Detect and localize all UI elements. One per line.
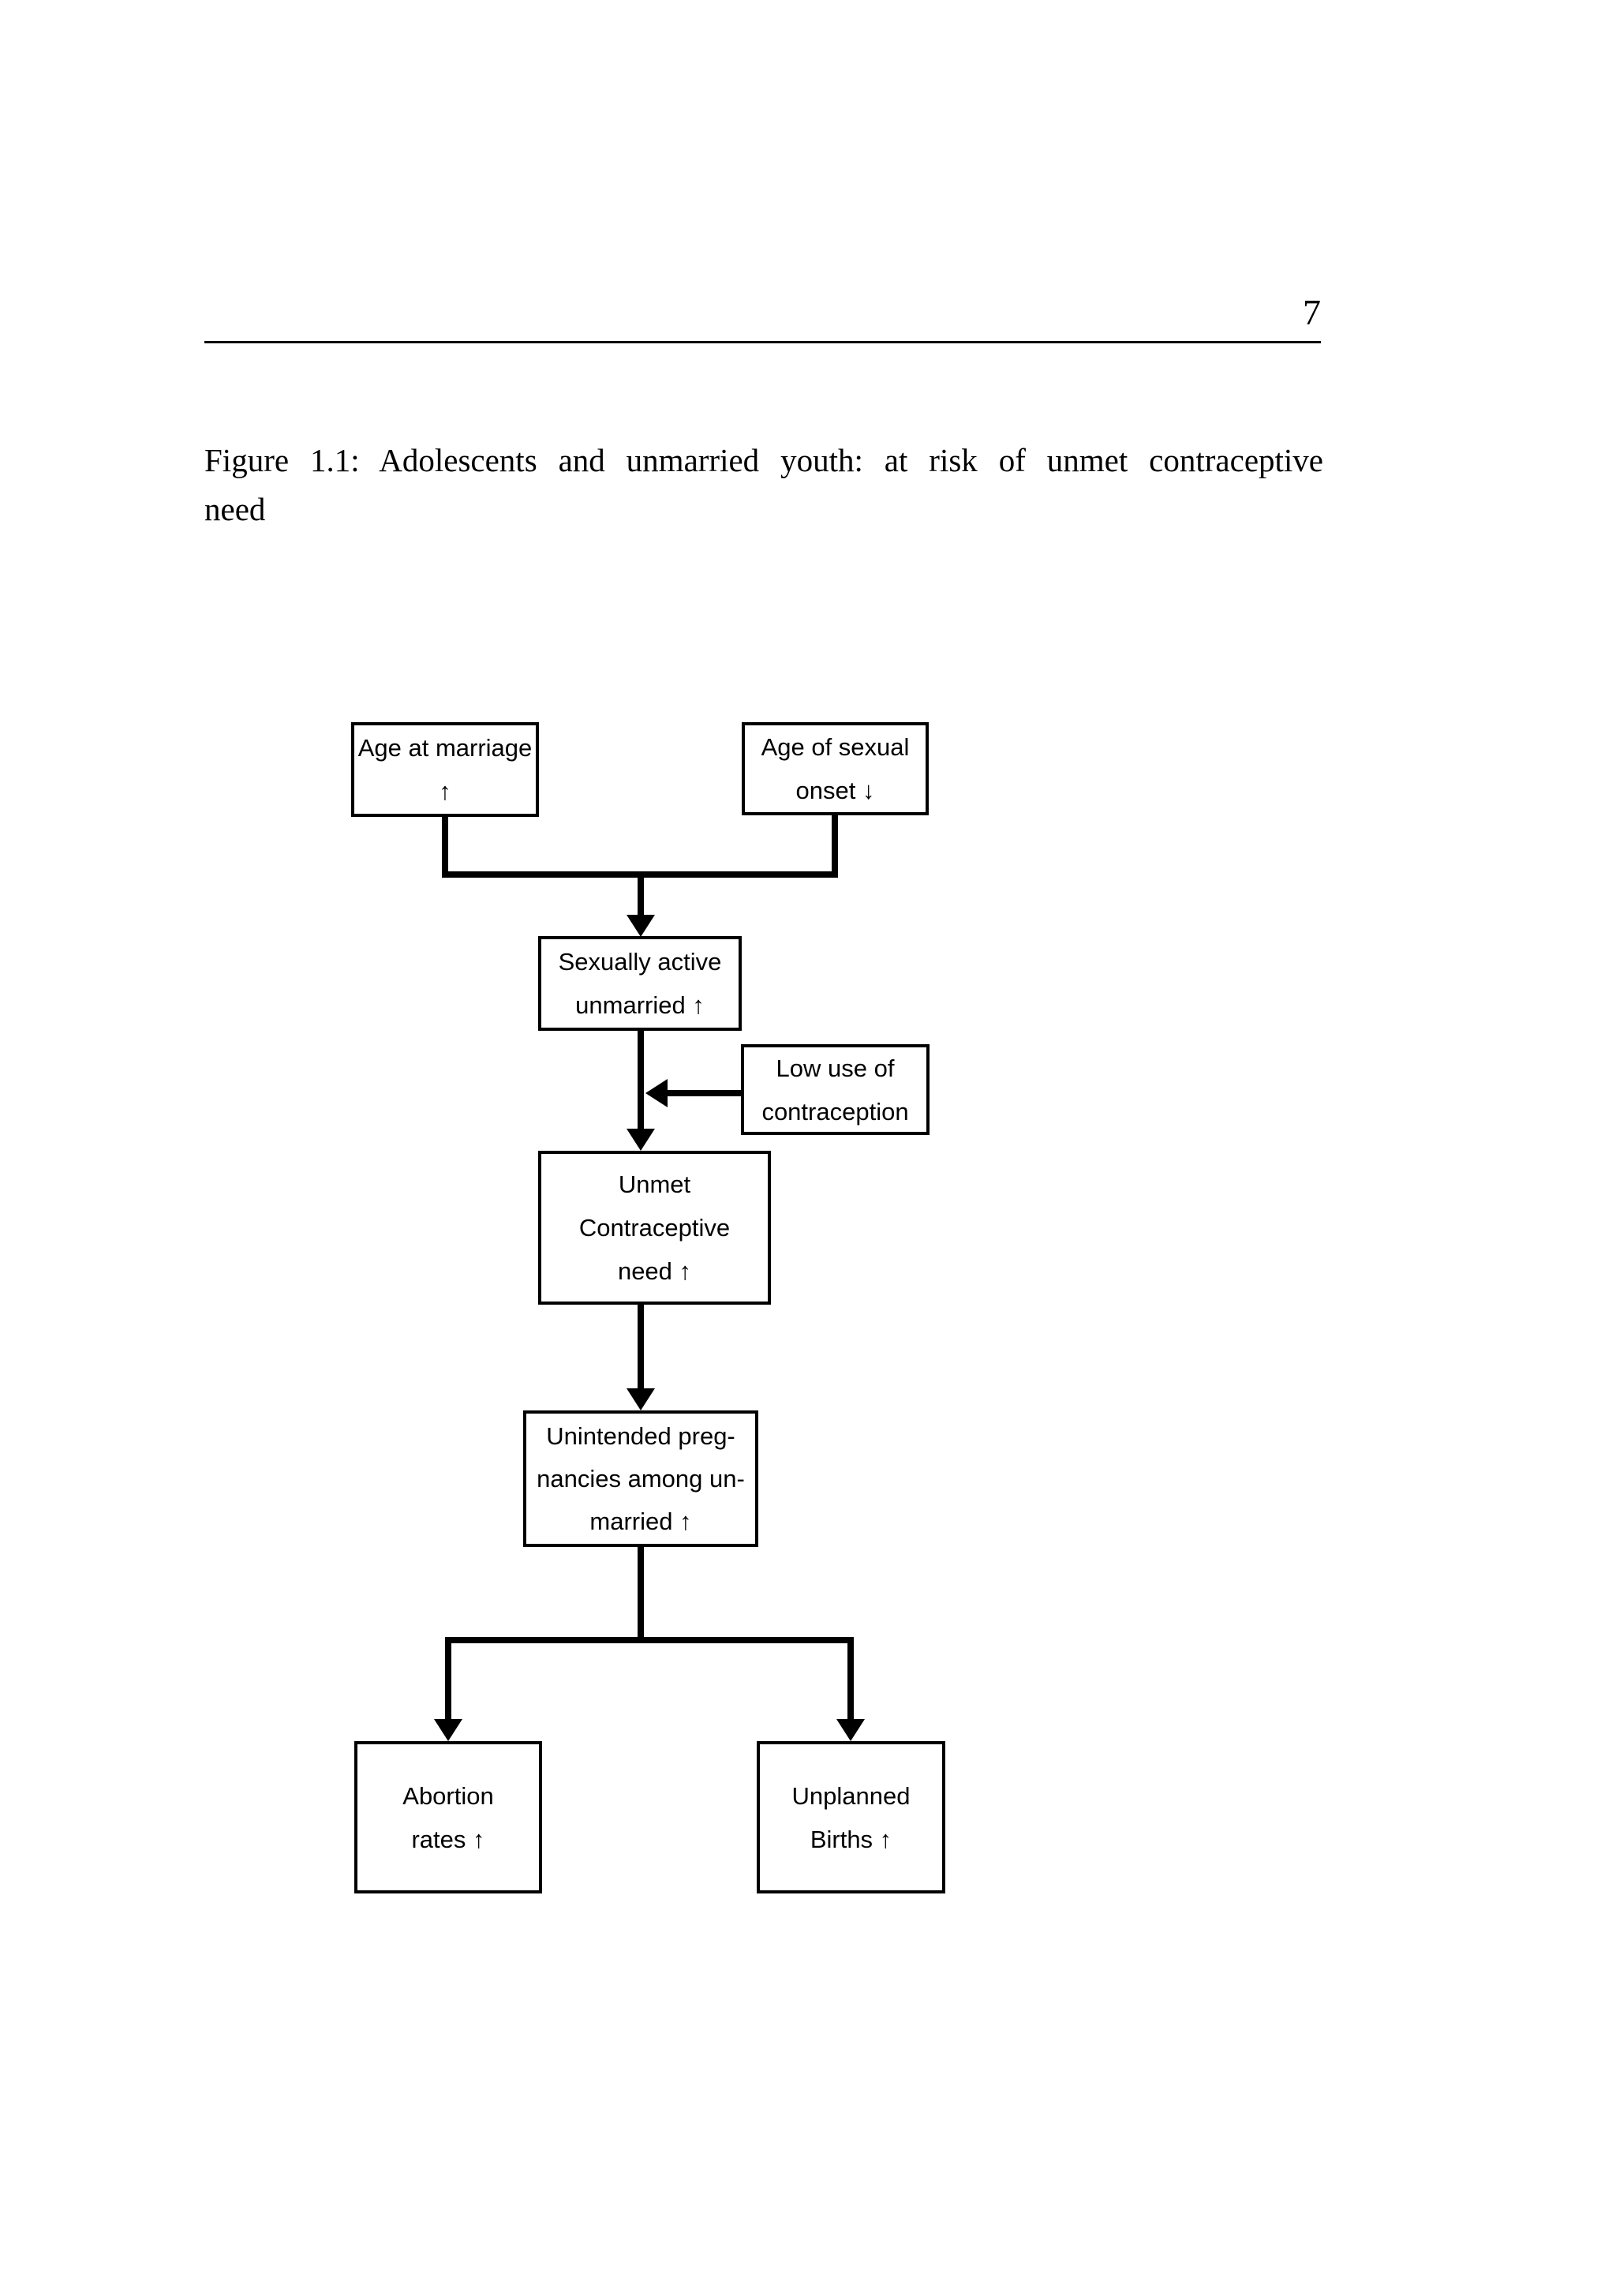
arrow-shaft-to-unintended-pregnancies xyxy=(638,1302,644,1390)
arrowhead-down-to-unplanned-births-icon xyxy=(836,1719,865,1741)
arrowhead-down-to-abortion-rates-icon xyxy=(434,1719,462,1741)
figure-caption-line2: need xyxy=(204,491,266,527)
arrow-shaft-to-unplanned-births xyxy=(847,1637,854,1721)
arrow-shaft-to-sexually-active xyxy=(638,871,644,917)
flowchart-box-age-of-sexual-onset: Age of sexual onset ↓ xyxy=(742,722,929,815)
arrow-shaft-from-low-use xyxy=(668,1090,743,1096)
flowchart-box-unintended-pregnancies: Unintended preg- nancies among un- marri… xyxy=(523,1410,758,1547)
page-number: 7 xyxy=(1303,292,1321,332)
flowchart-box-age-at-marriage: Age at marriage ↑ xyxy=(351,722,539,817)
figure-caption-line1: Figure 1.1: Adolescents and unmarried yo… xyxy=(204,442,1323,478)
arrow-shaft-to-unmet-need xyxy=(638,1028,644,1130)
connector-line-from-age-of-sexual-onset xyxy=(832,812,838,876)
flowchart-box-low-use-of-contraception: Low use of contraception xyxy=(741,1044,930,1135)
flowchart-box-unmet-contraceptive-need: Unmet Contraceptive need ↑ xyxy=(538,1151,771,1305)
connector-line-from-unintended-pregnancies xyxy=(638,1544,644,1643)
arrowhead-down-to-unintended-pregnancies-icon xyxy=(627,1388,655,1410)
figure-caption: Figure 1.1: Adolescents and unmarried yo… xyxy=(204,436,1323,534)
header-rule xyxy=(204,341,1321,343)
arrow-shaft-to-abortion-rates xyxy=(445,1637,451,1721)
arrowhead-down-to-sexually-active-icon xyxy=(627,915,655,937)
arrowhead-down-to-unmet-need-icon xyxy=(627,1129,655,1151)
connector-line-from-age-at-marriage xyxy=(442,814,448,876)
arrowhead-left-from-low-use-icon xyxy=(645,1079,668,1107)
flowchart-box-abortion-rates: Abortion rates ↑ xyxy=(354,1741,542,1893)
connector-split-bar-bottom xyxy=(445,1637,854,1643)
flowchart-box-sexually-active-unmarried: Sexually active unmarried ↑ xyxy=(538,936,742,1031)
flowchart-box-unplanned-births: Unplanned Births ↑ xyxy=(757,1741,945,1893)
